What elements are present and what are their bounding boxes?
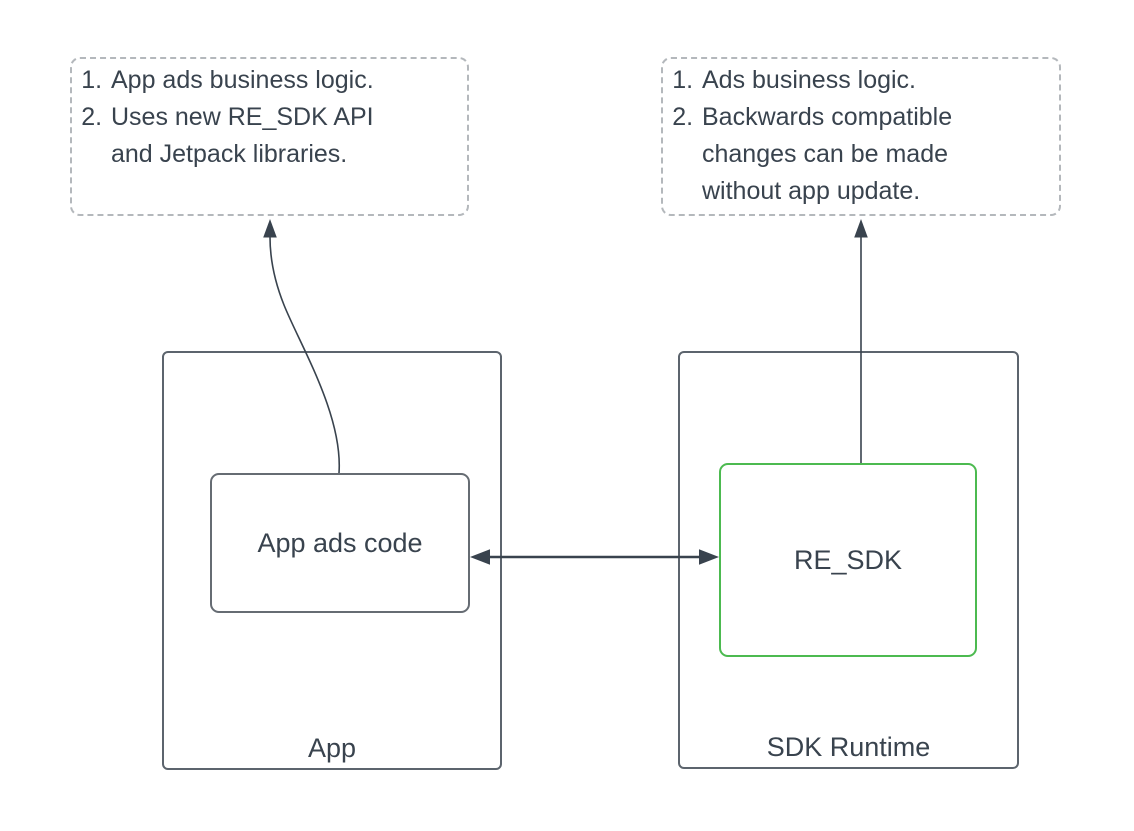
sdk-runtime-container-label: SDK Runtime [766,732,931,762]
re-sdk-label: RE_SDK [793,544,903,575]
arrowhead-up-left [263,219,277,238]
re-sdk-box: RE_SDK [719,463,977,657]
app-container-label: App [307,733,357,763]
note-app-list: App ads business logic.Uses new RE_SDK A… [76,62,461,173]
note-item: Backwards compatible changes can be made… [700,99,1053,210]
note-sdk-list: Ads business logic.Backwards compatible … [667,62,1053,210]
note-item: Uses new RE_SDK API and Jetpack librarie… [109,99,461,173]
note-app-ads-logic: App ads business logic.Uses new RE_SDK A… [70,57,469,216]
note-item: App ads business logic. [109,62,461,99]
app-ads-code-box: App ads code [210,473,470,613]
app-ads-code-label: App ads code [257,527,423,558]
note-item: Ads business logic. [700,62,1053,99]
arrowhead-up-right [854,219,868,238]
note-sdk-ads-logic: Ads business logic.Backwards compatible … [661,57,1061,216]
sdk-runtime-container-box: SDK Runtime [678,351,1019,769]
